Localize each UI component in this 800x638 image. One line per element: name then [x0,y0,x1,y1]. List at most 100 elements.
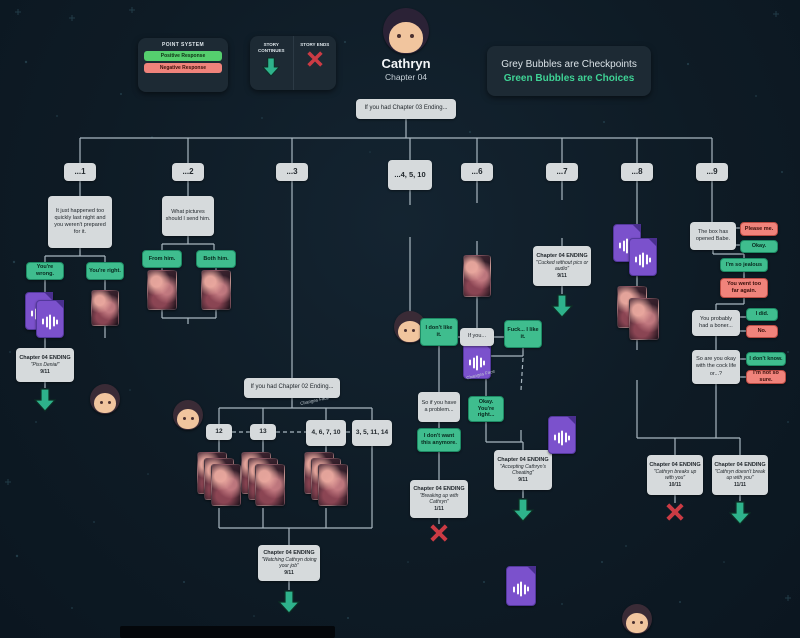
ending-name: "Breaking up with Cathryn" [419,492,459,505]
b3-checkpoint: If you had Chapter 02 Ending... [244,378,340,398]
b3-node-12: 12 [206,424,232,440]
b6-continue-arrow-icon [512,498,534,522]
b6-checkpoint-problem: So if you have a problem... [418,392,460,422]
b1-audio-stack [25,292,65,338]
positive-response-pill: Positive Response [144,51,222,61]
image-thumb [211,464,241,506]
b9-choice-too-far: You went too far again. [720,278,768,298]
b9-choice-not-sure: I'm not so sure. [746,370,786,384]
branch-label-6: ...6 [461,163,493,181]
b9-choice-dont-know: I don't know. [746,352,786,366]
b6-checkpoint-if-you: If you... [460,328,494,346]
bottom-bar [120,626,335,638]
b6-ending-accept: Chapter 04 ENDING "Accepting Cathryn's C… [494,450,552,490]
ending-count: 1/11 [434,506,444,513]
legend-point-system-card: POINT SYSTEM Positive Response Negative … [138,38,228,92]
b6-choice-dont-want: I don't want this anymore. [417,428,461,452]
character-name: Cathryn [381,56,431,71]
point-system-title: POINT SYSTEM [161,42,205,48]
b6-choice-like: Fuck... I like it. [504,320,542,348]
b3-node-3-5-11-14: 3, 5, 11, 14 [352,420,392,446]
chapter-label: Chapter 04 [384,72,428,82]
b2-face-avatar [173,400,203,430]
ending-name: "Cathryn breaks up with you" [653,468,697,481]
image-thumb [318,464,348,506]
b2-choice-left: From him. [142,250,182,268]
b1-face-avatar [90,384,120,414]
b9-choice-please: Please me. [740,222,778,236]
story-ends-x-icon [307,51,323,67]
branch-label-1: ...1 [64,163,96,181]
audio-file-icon [629,238,657,276]
ending-name: "Cucked without pics or audio" [535,259,589,272]
b9-choice-no: No. [746,325,778,338]
b9-continue-arrow-icon [729,501,751,525]
ending-title: Chapter 04 ENDING [497,456,549,463]
b3-image-stack-3 [304,452,348,508]
b7-audio-file-icon [548,416,576,454]
b3-image-stack-1 [197,452,241,508]
b9-checkpoint-box: The box has opened Babe. [690,222,736,250]
image-thumb [629,298,659,340]
story-continues-arrow-icon [262,57,281,77]
negative-response-pill: Negative Response [144,63,222,73]
b6-end-x-icon [430,524,448,542]
b9-choice-i-did: I did. [746,308,778,321]
branch-label-9: ...9 [696,163,728,181]
b7-ending: Chapter 04 ENDING "Cucked without pics o… [533,246,591,286]
b1-ending: Chapter 04 ENDING "Piss Denial" 9/11 [16,348,74,382]
ending-count: 11/11 [734,482,746,489]
ending-title: Chapter 04 ENDING [263,549,315,556]
ending-count: 9/11 [40,368,50,375]
ending-name: "Piss Denial" [30,361,60,368]
branch-label-3: ...3 [276,163,308,181]
audio-file-icon [36,300,64,338]
b1-continue-arrow-icon [34,388,56,412]
story-ends-column: STORY ENDS [292,36,337,90]
b2-choice-right: Both him. [196,250,236,268]
branch-label-4-5-10: ...4, 5, 10 [388,160,432,190]
ending-count: 9/11 [518,477,528,484]
b9-ending-stay: Chapter 04 ENDING "Cathryn doesn't break… [712,455,768,495]
b8-audio-stack [613,224,659,276]
b3-ending: Chapter 04 ENDING "Watching Cathryn doin… [258,545,320,581]
ending-count: 9/11 [284,570,294,577]
info-checkpoints-line: Grey Bubbles are Checkpoints [501,58,637,70]
ending-count: 10/11 [668,482,682,489]
image-thumb [255,464,285,506]
ending-title: Chapter 04 ENDING [536,252,588,259]
b9-checkpoint-boner: You probably had a boner... [692,310,740,336]
b1-choice-wrong: You're wrong. [26,262,64,280]
cathryn-avatar [383,8,429,54]
checkpoint-chapter03: If you had Chapter 03 Ending... [356,99,456,119]
b1-choice-right: You're right. [86,262,124,280]
b6-choice-okay: Okay. You're right... [468,396,504,422]
b8-face-avatar [622,604,652,634]
ending-title: Chapter 04 ENDING [413,485,465,492]
info-choices-line: Green Bubbles are Choices [503,72,635,84]
b9-ending-breakup: Chapter 04 ENDING "Cathryn breaks up wit… [647,455,703,495]
b1-checkpoint: It just happened too quickly last night … [48,196,112,248]
b2-image-thumb-left [147,270,177,310]
b3-node-13: 13 [250,424,276,440]
b9-checkpoint-cock-life: So are you okay with the cock life or...… [692,350,740,384]
b9-end-x-icon [666,503,684,521]
b2-image-thumb-right [201,270,231,310]
story-ends-label: STORY ENDS [300,42,330,47]
ending-name: "Watching Cathryn doing your job" [261,556,317,569]
branch-label-2: ...2 [172,163,204,181]
b6-audio-file-icon-2 [506,566,536,606]
b3-continue-arrow-icon [278,590,300,614]
b6-image-thumb [463,255,491,297]
ending-count: 9/11 [557,273,567,280]
story-continues-column: STORY CONTINUES [250,36,293,90]
b1-image-thumb [91,290,119,326]
b6-choice-dislike: I don't like it. [420,318,458,346]
ending-title: Chapter 04 ENDING [714,461,766,468]
b9-choice-jealous: I'm so jealous [720,258,768,272]
ending-name: "Cathryn doesn't break up with you" [714,468,766,481]
star-field [5,7,791,619]
b6-ending-breakup: Chapter 04 ENDING "Breaking up with Cath… [410,480,468,518]
